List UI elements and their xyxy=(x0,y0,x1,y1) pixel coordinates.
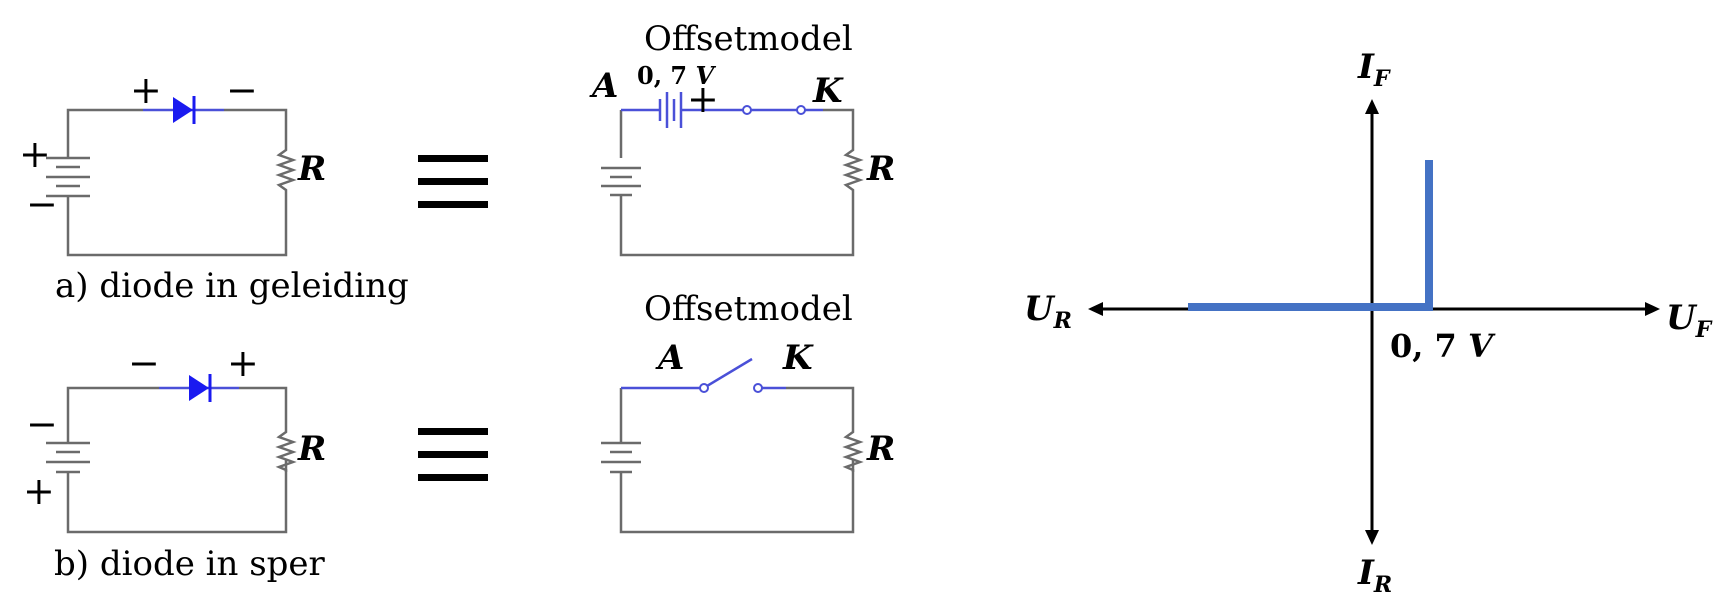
equivalence-symbol-a xyxy=(418,155,488,208)
anode-label: A xyxy=(589,66,618,106)
resistor-icon xyxy=(275,113,297,195)
battery-plus-sign: + xyxy=(19,132,51,176)
diode-minus-sign: − xyxy=(226,68,258,112)
resistor-icon xyxy=(842,392,864,472)
offset-battery-icon xyxy=(658,92,683,128)
arrow-up-icon xyxy=(1365,99,1379,114)
model-title-bottom: Offsetmodel xyxy=(644,289,853,329)
switch-contact xyxy=(699,383,709,393)
resistor-label: R xyxy=(297,429,326,469)
cathode-label: K xyxy=(812,71,844,111)
arrow-left-icon xyxy=(1088,302,1103,316)
characteristic-graph: IF IR UR UF 0, 7 V xyxy=(1024,47,1713,598)
offset-characteristic-curve xyxy=(1188,160,1433,311)
resistor-label: R xyxy=(866,149,895,189)
threshold-voltage-label: 0, 7 V xyxy=(1390,327,1496,365)
diode-icon xyxy=(173,96,196,124)
battery-icon xyxy=(601,166,641,197)
resistor-icon xyxy=(275,392,297,472)
battery-icon xyxy=(46,156,90,198)
diode-plus-sign: + xyxy=(130,68,162,112)
circuit-b: − + − + R b) diode in sper xyxy=(23,341,326,584)
equivalence-symbol-b xyxy=(418,428,488,481)
axis-label-up: IF xyxy=(1357,47,1391,92)
terminal-dot xyxy=(796,105,806,115)
arrow-down-icon xyxy=(1365,530,1379,545)
battery-minus-sign: − xyxy=(26,402,58,446)
offset-voltage-label: 0, 7 V xyxy=(637,61,716,90)
offset-plus-sign: + xyxy=(687,77,719,121)
battery-icon xyxy=(601,441,641,474)
axis-label-left: UR xyxy=(1024,289,1072,334)
axis-label-right: UF xyxy=(1666,298,1713,343)
offset-model-b: Offsetmodel A K R xyxy=(601,289,895,534)
model-title-top: Offsetmodel xyxy=(644,19,853,59)
axis-label-down: IR xyxy=(1357,553,1392,598)
resistor-label: R xyxy=(866,429,895,469)
diode-plus-sign: + xyxy=(227,341,259,385)
arrow-right-icon xyxy=(1645,302,1660,316)
resistor-label: R xyxy=(297,149,326,189)
switch-contact xyxy=(753,383,763,393)
diode-icon xyxy=(189,374,212,402)
resistor-icon xyxy=(842,113,864,195)
offset-model-a: Offsetmodel A K 0, 7 V + R xyxy=(589,19,895,257)
battery-plus-sign: + xyxy=(23,469,55,513)
caption-a: a) diode in geleiding xyxy=(55,266,409,306)
diode-minus-sign: − xyxy=(128,341,160,385)
anode-label: A xyxy=(655,338,684,378)
cathode-label: K xyxy=(782,338,814,378)
terminal-dot xyxy=(742,105,752,115)
battery-minus-sign: − xyxy=(26,182,58,226)
caption-b: b) diode in sper xyxy=(54,544,326,584)
battery-icon xyxy=(46,441,90,474)
circuit-a: + − + − R a) diode in geleiding xyxy=(19,68,409,306)
open-switch-icon xyxy=(706,357,753,388)
